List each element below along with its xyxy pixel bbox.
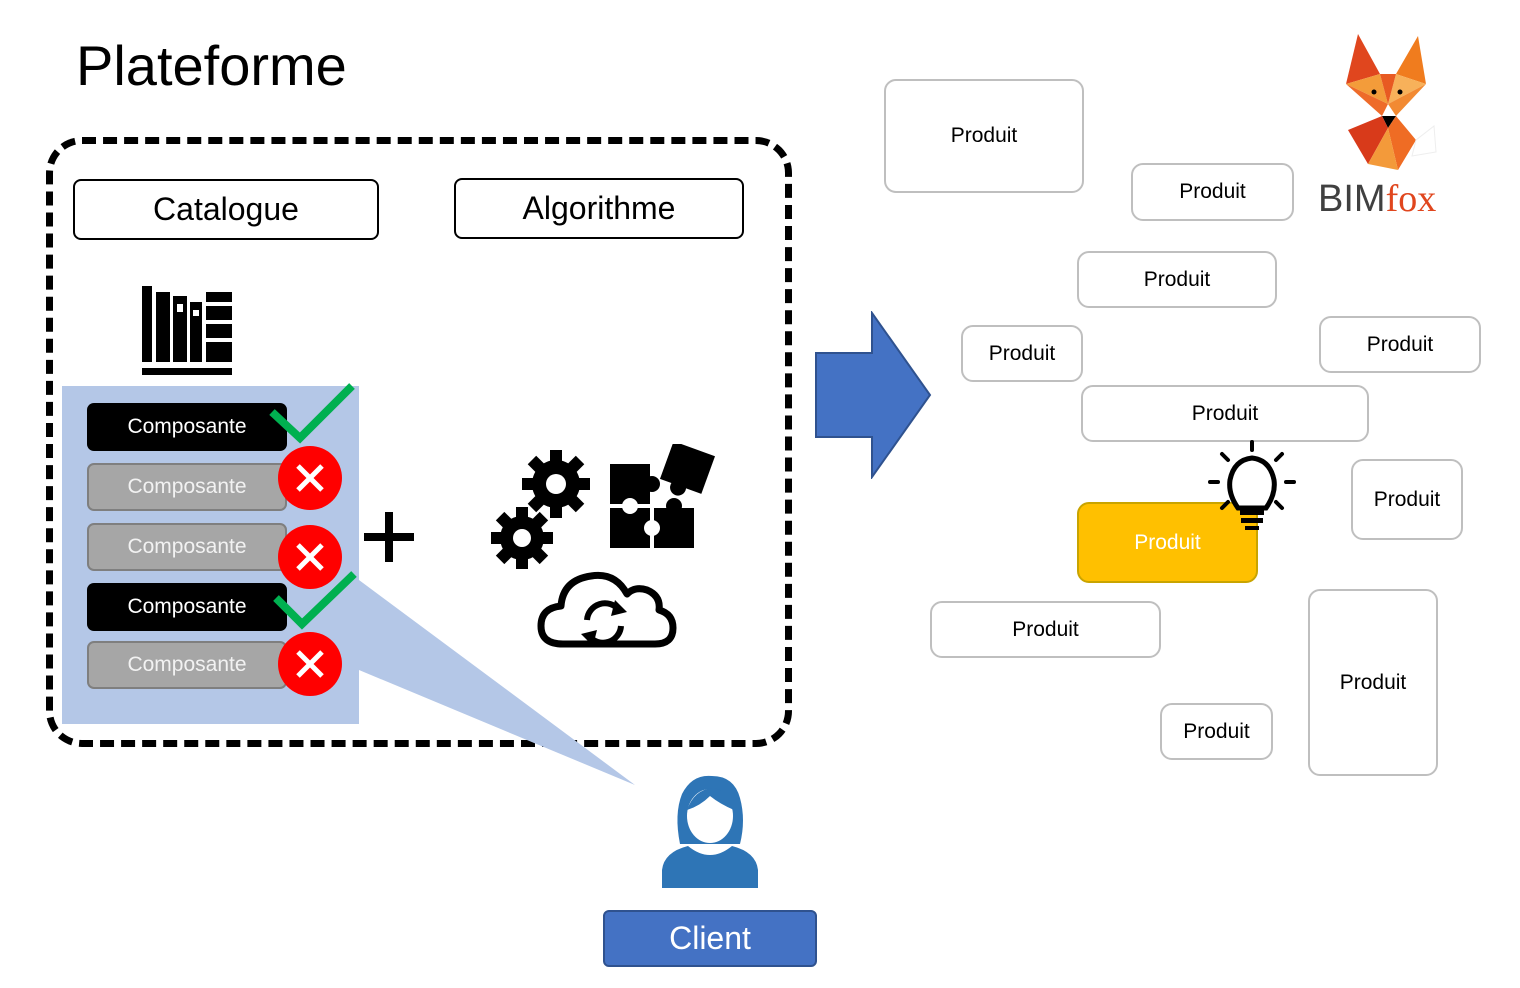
user-icon	[662, 775, 758, 888]
product-box-highlighted[interactable]: Produit	[1077, 502, 1258, 583]
cross-icon	[278, 632, 342, 696]
catalogue-label: Catalogue	[153, 191, 299, 227]
product-box[interactable]: Produit	[1131, 163, 1294, 221]
brand-part-2: fox	[1385, 178, 1437, 220]
page-title: Plateforme	[76, 34, 347, 97]
component-item[interactable]: Composante	[87, 641, 287, 689]
fox-logo	[1346, 34, 1437, 170]
cloud-sync-icon	[537, 571, 677, 648]
brand-name: BIMfox	[1318, 180, 1436, 218]
product-box[interactable]: Produit	[961, 325, 1083, 382]
bookshelf-icon	[142, 286, 232, 375]
product-box[interactable]: Produit	[1160, 703, 1273, 760]
gears-icon	[491, 450, 590, 569]
product-box[interactable]: Produit	[1077, 251, 1277, 308]
check-icon	[269, 383, 355, 444]
check-icon	[273, 571, 357, 630]
component-item[interactable]: Composante	[87, 463, 287, 511]
puzzle-icon	[610, 444, 716, 548]
cross-icon	[278, 525, 342, 589]
component-item[interactable]: Composante	[87, 523, 287, 571]
product-box[interactable]: Produit	[1081, 385, 1369, 442]
client-label: Client	[669, 920, 751, 956]
product-box[interactable]: Produit	[930, 601, 1161, 658]
algorithm-label: Algorithme	[522, 190, 676, 226]
product-box[interactable]: Produit	[1351, 459, 1463, 540]
component-item[interactable]: Composante	[87, 403, 287, 451]
client-button[interactable]: Client	[603, 910, 817, 967]
lightbulb-icon	[1208, 440, 1296, 530]
product-box[interactable]: Produit	[1308, 589, 1438, 776]
brand-part-1: BIM	[1318, 178, 1386, 220]
algorithm-box: Algorithme	[454, 178, 744, 239]
platform-frame	[46, 137, 792, 747]
arrow-right-icon	[815, 311, 932, 479]
plus-icon	[364, 512, 414, 562]
catalogue-box: Catalogue	[73, 179, 379, 240]
component-item[interactable]: Composante	[87, 583, 287, 631]
product-box[interactable]: Produit	[1319, 316, 1481, 373]
cross-icon	[278, 446, 342, 510]
product-box[interactable]: Produit	[884, 79, 1084, 193]
